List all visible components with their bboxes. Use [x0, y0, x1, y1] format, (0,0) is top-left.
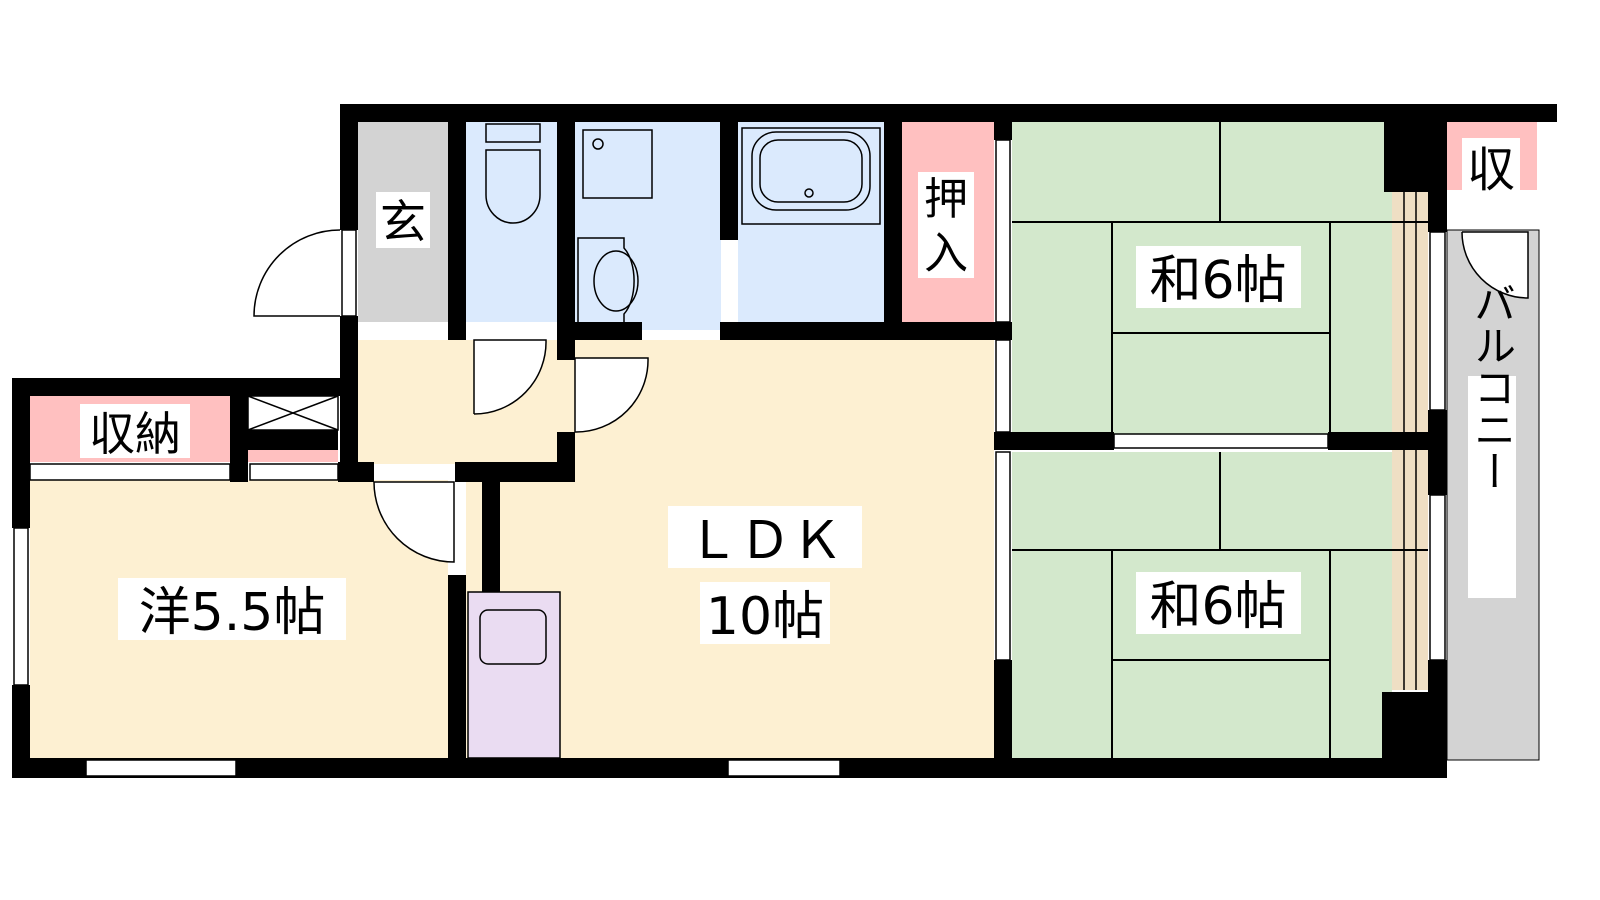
tatami-lines-south — [1012, 452, 1428, 758]
storage-west-label: 収納 — [80, 404, 190, 461]
washroom-floor — [575, 122, 721, 330]
svg-text:洋5.5帖: 洋5.5帖 — [139, 583, 326, 643]
windows — [13, 139, 1446, 777]
washbasin-icon — [577, 129, 653, 325]
svg-text:ＬＤＫ: ＬＤＫ — [687, 511, 843, 571]
svg-text:収: 収 — [1467, 142, 1515, 198]
closet-strip — [248, 450, 338, 462]
svg-text:和6帖: 和6帖 — [1149, 251, 1286, 311]
entry-door[interactable] — [253, 229, 357, 317]
western-room-door[interactable] — [373, 481, 455, 563]
svg-text:入: 入 — [924, 228, 968, 279]
kitchen-counter — [467, 591, 561, 759]
entrance-label: 玄 — [376, 192, 430, 249]
toilet-floor — [466, 122, 557, 322]
sink-icon — [479, 609, 547, 665]
washitsu-south-label: 和6帖 — [1136, 572, 1301, 637]
closet-x-icon — [247, 395, 339, 431]
oshiire-label: 押 入 — [918, 172, 974, 279]
balcony-storage-door[interactable] — [1461, 231, 1529, 299]
svg-text:和6帖: 和6帖 — [1149, 577, 1286, 637]
toilet-door[interactable] — [473, 339, 547, 415]
storage-small-label: 収 — [1462, 138, 1520, 198]
walls — [12, 104, 1557, 778]
washitsu-north-label: 和6帖 — [1136, 246, 1301, 311]
svg-text:玄: 玄 — [380, 195, 426, 249]
washroom-door[interactable] — [574, 357, 649, 433]
bathroom-floor — [738, 122, 884, 322]
western-room-label: 洋5.5帖 — [118, 578, 346, 643]
svg-text:収納: 収納 — [89, 407, 181, 461]
ldk-label: ＬＤＫ 10帖 — [668, 506, 862, 647]
toilet-icon — [485, 123, 541, 224]
balcony-label: バルコニー — [1468, 282, 1517, 598]
svg-text:10帖: 10帖 — [706, 587, 824, 647]
svg-text:バルコニー: バルコニー — [1468, 282, 1517, 492]
tatami-lines-north — [1012, 122, 1428, 434]
bathtub-icon — [741, 127, 881, 225]
svg-text:押: 押 — [924, 174, 968, 225]
